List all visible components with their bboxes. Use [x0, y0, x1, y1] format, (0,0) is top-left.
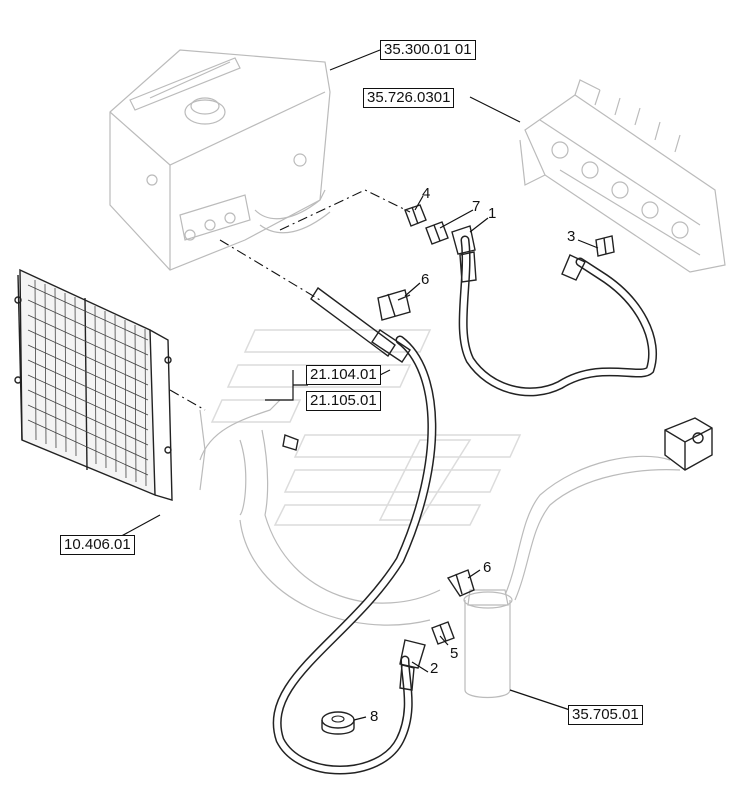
- callout-7: 7: [472, 198, 481, 215]
- reference-cooler-b[interactable]: 21.105.01: [306, 391, 381, 411]
- hose-assembly-1: [451, 225, 658, 397]
- cooler-pipes: [199, 399, 441, 626]
- washer-8: [321, 711, 355, 735]
- elbow-fitting-6: [446, 569, 475, 597]
- return-filter: [463, 417, 713, 699]
- adapter-7: [425, 221, 449, 245]
- fitting-4: [404, 204, 427, 227]
- callout-5: 5: [450, 645, 459, 662]
- callout-3: 3: [567, 228, 576, 245]
- oil-cooler-radiator: [14, 268, 173, 501]
- callout-8: 8: [370, 708, 379, 725]
- fitting-3: [595, 235, 615, 257]
- callout-1: 1: [488, 205, 497, 222]
- callout-6-upper: 6: [421, 271, 430, 288]
- control-valve: [519, 79, 726, 273]
- callout-4: 4: [422, 185, 431, 202]
- tee-fitting-6: [377, 289, 411, 321]
- reference-filter[interactable]: 35.705.01: [568, 705, 643, 725]
- route-dash-lines: [169, 189, 411, 411]
- callout-6-lower: 6: [483, 559, 492, 576]
- reference-radiator[interactable]: 10.406.01: [60, 535, 135, 555]
- reference-valve[interactable]: 35.726.0301: [363, 88, 455, 108]
- hydraulic-tank: [109, 49, 331, 271]
- hose-assembly-2: [272, 286, 437, 775]
- reference-tank[interactable]: 35.300.01 01: [380, 40, 476, 60]
- reference-cooler-a[interactable]: 21.104.01: [306, 365, 381, 385]
- fitting-5: [431, 621, 455, 645]
- callout-2: 2: [430, 660, 439, 677]
